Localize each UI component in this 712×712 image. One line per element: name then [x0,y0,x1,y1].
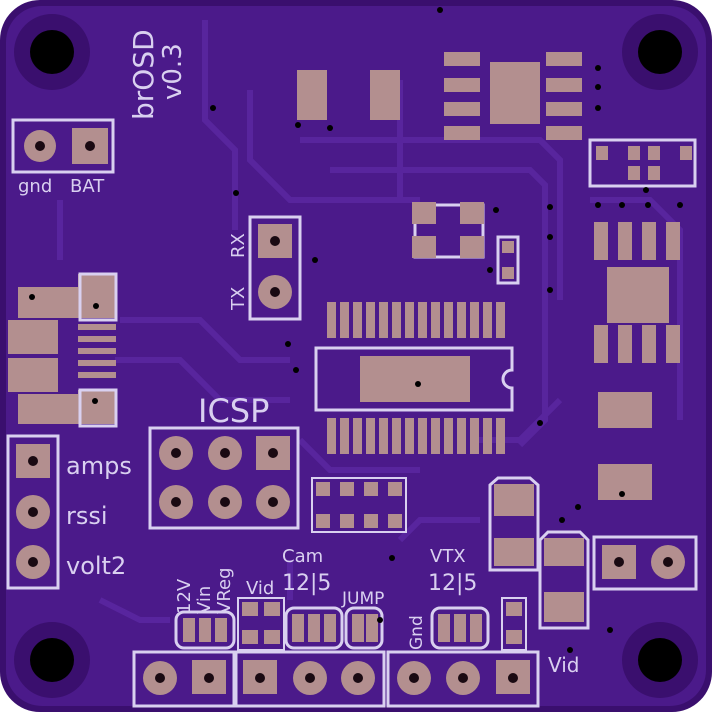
label-rx: RX [228,233,249,258]
smd-resistor-array [316,482,402,528]
vid-cap-left [237,597,285,651]
sensor-header [6,434,60,590]
battery-connector [11,118,115,174]
label-bat: BAT [70,176,105,197]
soic-chip-right [594,222,680,363]
label-vid-right: Vid [548,653,580,677]
polarized-cap-2 [538,530,590,630]
jumper-vtx [430,606,490,650]
label-rssi: rssi [66,502,108,530]
label-volt2: volt2 [66,552,126,580]
label-12v: 12V [174,578,195,614]
label-vin: Vin [194,586,215,614]
smd-pad [297,70,327,120]
trace-layer [57,20,683,623]
smd-pad [370,70,400,120]
smd-pad [598,392,652,428]
icsp-header [148,426,300,530]
label-amps: amps [66,452,132,480]
via-dots [29,7,683,653]
board-version: v0.3 [158,43,188,100]
soic-chip-top [444,52,582,140]
jumper-cam [284,606,344,650]
label-gnd: gnd [18,176,52,197]
vid-cap-right [501,597,527,651]
left-regulator [8,274,116,424]
right-2pin-header [592,535,698,591]
jumper-jump [344,606,384,650]
label-vreg: VReg [214,567,235,614]
crystal [412,202,485,259]
label-cam-125: 12|5 [282,571,331,596]
bottom-header-cam [234,650,386,708]
board-title: brOSD [127,29,160,120]
board-fill [6,6,706,706]
rx-tx-header [248,215,302,321]
label-gnd-bottom: Gnd [407,615,427,650]
jumper-12v-vin-vreg [174,610,236,650]
label-tx: TX [228,287,249,311]
label-icsp: ICSP [198,392,269,430]
label-vtx-125: 12|5 [428,571,477,596]
bottom-header-power [132,650,236,708]
label-vid-left: Vid [246,578,274,599]
bottom-header-vtx [386,650,540,708]
label-jump: JUMP [341,589,384,609]
polarized-cap-1 [488,476,540,572]
label-cam: Cam [282,546,323,567]
smd-cap-row [588,138,697,188]
label-vtx: VTX [430,546,466,567]
smd-pad [598,464,652,500]
mounting-holes [14,14,698,698]
main-ic [314,302,514,454]
